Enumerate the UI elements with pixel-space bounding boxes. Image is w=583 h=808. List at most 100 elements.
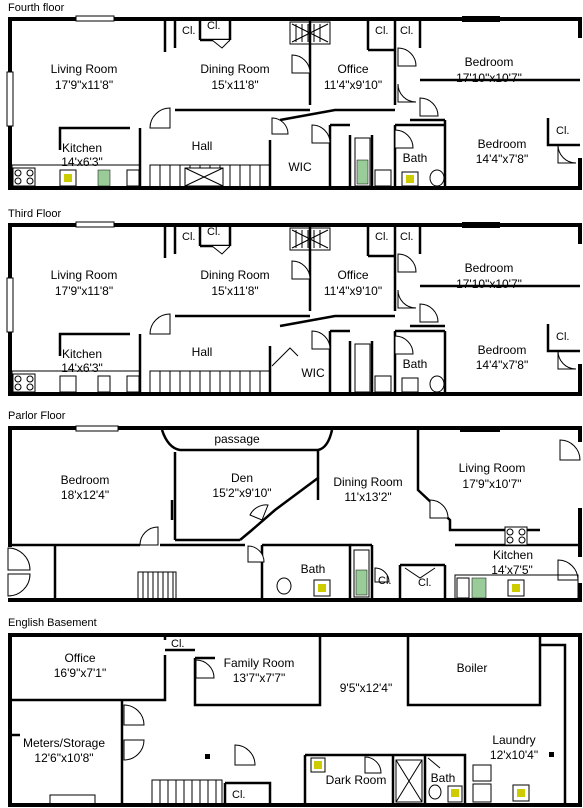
- fireplace-mark: [75, 15, 115, 22]
- staircase: [149, 370, 271, 395]
- room-name: Bath: [431, 771, 456, 785]
- room-dim: 14'x6'3": [61, 361, 103, 375]
- room-name: Bedroom: [465, 55, 514, 69]
- closet-label: Cl.: [207, 226, 220, 238]
- vanity: [401, 377, 419, 393]
- fridge: [126, 169, 140, 187]
- room-name: Kitchen: [62, 141, 102, 155]
- fridge: [456, 577, 470, 599]
- closet-label: Cl.: [171, 638, 184, 650]
- room-name: Den: [231, 471, 253, 485]
- staircase: [149, 164, 271, 189]
- room-dim: 17'9"x10'7": [462, 477, 521, 491]
- parlor-floor-plan: Parlor Floor passage: [7, 410, 582, 602]
- room-dim: 11'4"x9'10": [324, 284, 382, 298]
- room-dim: 14'4"x7'8": [476, 358, 528, 372]
- room-name: Bedroom: [478, 343, 527, 357]
- room-name: Office: [337, 268, 368, 282]
- washer: [472, 764, 492, 782]
- closet-label: Cl.: [375, 231, 388, 243]
- window: [6, 277, 14, 333]
- room-name: Laundry: [492, 733, 535, 747]
- room-name: Living Room: [459, 461, 526, 475]
- room-dim: 12'6"x10'8": [34, 751, 93, 765]
- toilet: [429, 375, 445, 393]
- closet-label: Cl.: [556, 331, 569, 343]
- closet-label: Cl.: [400, 25, 413, 37]
- room-name: WIC: [301, 366, 325, 380]
- stove: [504, 526, 528, 546]
- room-name: Hall: [192, 345, 213, 359]
- room-name: Dining Room: [333, 475, 402, 489]
- room-name: Office: [64, 651, 95, 665]
- room-dim: 16'9"x7'1": [54, 666, 106, 680]
- room-name: Living Room: [51, 268, 118, 282]
- dishwasher: [471, 577, 487, 599]
- shower: [395, 759, 423, 803]
- closet-label: Cl.: [400, 231, 413, 243]
- dishwasher: [97, 375, 111, 393]
- closet-label: Cl.: [232, 789, 245, 801]
- sink: [59, 375, 77, 393]
- closet-label: Cl.: [378, 575, 391, 587]
- fireplace-mark: [75, 425, 119, 432]
- room-name: Dining Room: [200, 268, 269, 282]
- dryer: [472, 783, 492, 803]
- room-dim: 18'x12'4": [61, 488, 109, 502]
- toilet: [428, 784, 442, 800]
- room-dim: 9'5"x12'4": [340, 681, 392, 695]
- floor-title: English Basement: [8, 617, 97, 629]
- english-basement-plan: English Basement Cl. Cl.: [8, 617, 582, 807]
- room-dim: 17'10"x10'7": [456, 71, 522, 85]
- bath-sink: [374, 169, 392, 187]
- column-post: [549, 752, 554, 757]
- room-name: Meters/Storage: [23, 736, 105, 750]
- room-dim: 13'7"x7'7": [233, 671, 285, 685]
- window-mark: [462, 16, 500, 22]
- room-dim: 15'x11'8": [211, 284, 258, 298]
- floor-title: Fourth floor: [8, 2, 65, 14]
- room-dim: 15'2"x9'10": [212, 486, 271, 500]
- toilet: [429, 169, 445, 187]
- room-name: Kitchen: [493, 548, 533, 562]
- room-name: Boiler: [457, 661, 488, 675]
- room-dim: 17'9"x11'8": [55, 78, 113, 92]
- fourth-floor-plan: Fourth floor: [6, 2, 582, 190]
- staircase: [151, 779, 223, 806]
- floor-title: Third Floor: [8, 208, 62, 220]
- window-mark: [462, 222, 500, 228]
- window-mark: [460, 426, 500, 432]
- room-name: Family Room: [224, 656, 295, 670]
- floor-title: Parlor Floor: [8, 410, 66, 422]
- room-dim: 14'4"x7'8": [476, 152, 528, 166]
- fridge: [126, 375, 140, 393]
- room-dim: 14'x7'5": [491, 563, 533, 577]
- room-name: Hall: [192, 139, 213, 153]
- room-name: Bath: [403, 151, 428, 165]
- closet-label: Cl.: [418, 577, 431, 589]
- room-name: Bath: [403, 357, 428, 371]
- room-name: Bedroom: [61, 473, 110, 487]
- room-dim: 17'10"x10'7": [456, 277, 522, 291]
- toilet: [276, 577, 292, 595]
- room-name: Dining Room: [200, 62, 269, 76]
- room-name: Bedroom: [465, 261, 514, 275]
- closet-label: Cl.: [207, 20, 220, 32]
- room-dim: 11'4"x9'10": [324, 78, 382, 92]
- dishwasher: [97, 169, 111, 187]
- room-name: WIC: [288, 160, 312, 174]
- closet-label: Cl.: [182, 231, 195, 243]
- meter-box: [49, 794, 96, 806]
- stove: [12, 373, 36, 393]
- room-name: Dark Room: [326, 773, 387, 787]
- stove: [12, 167, 36, 187]
- column-post: [205, 754, 210, 759]
- bathtub: [354, 343, 371, 393]
- window: [6, 71, 14, 127]
- room-dim: 12'x10'4": [490, 748, 538, 762]
- closet-label: Cl.: [375, 25, 388, 37]
- room-dim: 11'x13'2": [344, 490, 391, 504]
- room-name: passage: [214, 432, 260, 446]
- room-name: Bath: [301, 562, 326, 576]
